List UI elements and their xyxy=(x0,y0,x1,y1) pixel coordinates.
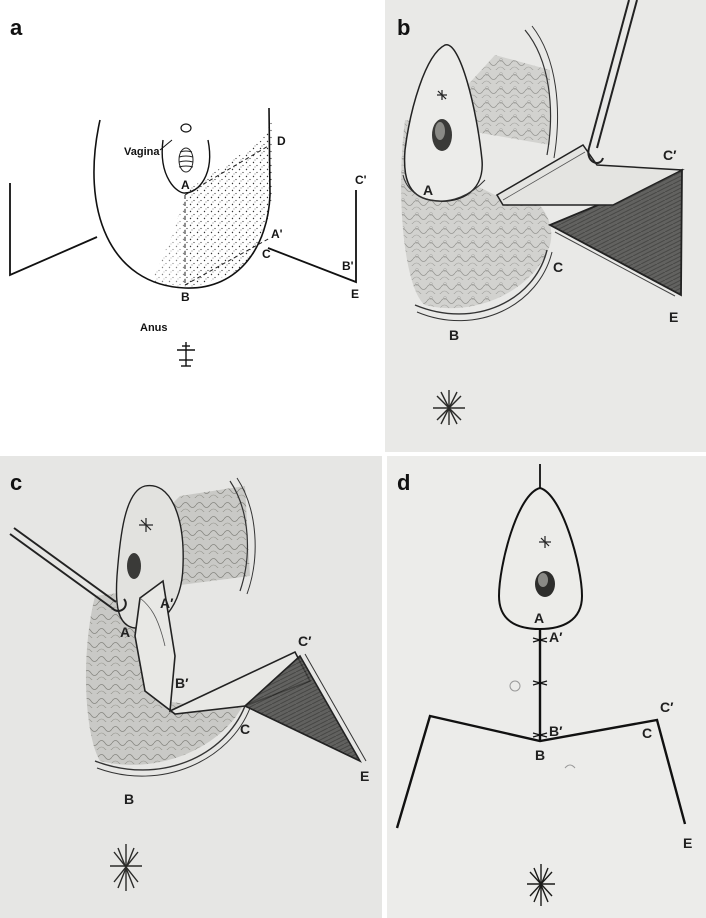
point-b: B xyxy=(124,791,134,807)
point-a: A xyxy=(120,624,130,640)
point-c-prime: C′ xyxy=(660,699,674,715)
point-c-prime: C′ xyxy=(298,633,312,649)
panel-a: a xyxy=(0,0,382,452)
point-b: B xyxy=(449,327,459,343)
point-e: E xyxy=(683,835,692,851)
point-b-prime: B' xyxy=(342,259,354,273)
point-e: E xyxy=(351,287,359,301)
vagina-label: Vagina xyxy=(124,146,160,158)
point-e: E xyxy=(360,768,369,784)
urethra xyxy=(181,124,191,132)
panel-b-drawing: b xyxy=(385,0,706,452)
panel-label-c: c xyxy=(10,470,22,495)
point-d: D xyxy=(277,134,286,148)
point-b-prime: B′ xyxy=(549,723,563,739)
smudge-mark-2 xyxy=(565,765,575,768)
left-flap-outline xyxy=(10,183,97,275)
anus-icon xyxy=(110,844,142,891)
point-b: B xyxy=(181,290,190,304)
point-a-prime: A' xyxy=(271,227,283,241)
vaginal-teardrop xyxy=(499,488,582,629)
point-c: C xyxy=(553,259,563,275)
panel-label-b: b xyxy=(397,15,410,40)
anus-icon xyxy=(433,390,465,425)
point-c: C xyxy=(642,725,652,741)
anus-icon xyxy=(527,864,555,906)
anus-label: Anus xyxy=(140,322,168,334)
vaginal-opening xyxy=(179,148,193,172)
point-b-prime: B′ xyxy=(175,675,189,691)
panel-d: d A A′ B′ C′ C B E xyxy=(387,456,706,918)
stippled-region xyxy=(150,120,272,290)
panel-c: c A′ A xyxy=(0,456,382,918)
point-c: C xyxy=(240,721,250,737)
point-c-prime: C′ xyxy=(663,147,677,163)
point-c: C xyxy=(262,247,271,261)
panel-b: b xyxy=(385,0,706,452)
vaginal-opening-highlight xyxy=(435,122,445,140)
vaginal-opening xyxy=(127,553,141,579)
panel-label-d: d xyxy=(397,470,410,495)
retractor-hook-icon xyxy=(588,0,637,163)
panel-label-a: a xyxy=(10,15,23,40)
vaginal-opening-highlight xyxy=(538,573,548,587)
panel-a-drawing: a xyxy=(0,0,382,452)
point-a: A xyxy=(534,610,544,626)
point-c-prime: C' xyxy=(355,173,367,187)
point-a-prime: A′ xyxy=(549,629,563,645)
point-b: B xyxy=(535,747,545,763)
point-a: A xyxy=(423,182,433,198)
point-e: E xyxy=(669,309,678,325)
smudge-mark xyxy=(510,681,520,691)
panel-d-drawing: d A A′ B′ C′ C B E xyxy=(387,456,706,918)
point-a-prime: A′ xyxy=(160,595,174,611)
anus-icon xyxy=(177,342,195,366)
point-a: A xyxy=(181,178,190,192)
panel-c-drawing: c A′ A xyxy=(0,456,382,918)
